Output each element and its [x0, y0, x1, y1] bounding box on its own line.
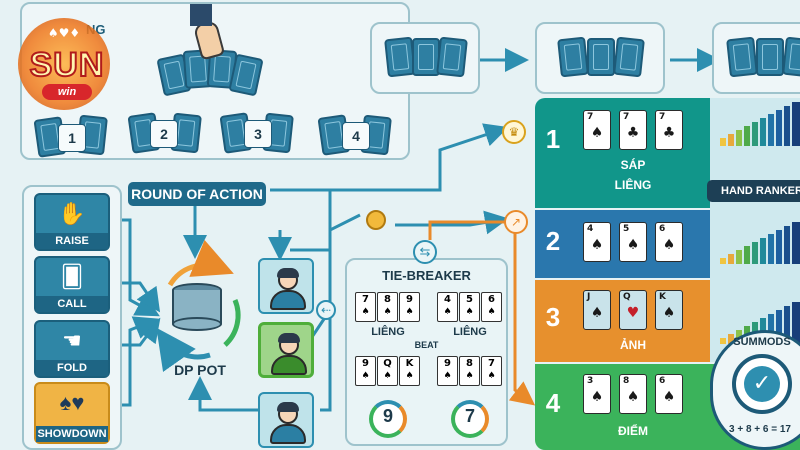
pile-card [756, 38, 784, 76]
rank-number: 1 [545, 124, 561, 154]
rank-card: 3♠ [583, 374, 611, 414]
logo: NG ♠♥♦ SUN win [14, 8, 122, 118]
rank-card: 4♠ [583, 222, 611, 262]
tb-card: 9♠ [437, 356, 458, 386]
pile-card [587, 38, 615, 76]
tb-card: 8♠ [459, 356, 480, 386]
raise-label: RAISE [36, 233, 108, 249]
chips-icon [366, 210, 386, 230]
strength-bar-2 [720, 222, 800, 264]
call-button[interactable]: 🂠 CALL [34, 256, 110, 314]
tb-score-gauge [369, 400, 407, 438]
logo-sub: win [42, 84, 92, 100]
round-of-action-label: ROUND OF ACTION [128, 182, 266, 206]
player-number: 1 [58, 124, 86, 152]
rank-number: 2 [545, 226, 561, 256]
rank-number: 4 [545, 388, 561, 418]
rank-card: K♠ [655, 290, 683, 330]
strength-bar-1 [720, 102, 800, 146]
player-avatar [258, 392, 314, 448]
rank-label-2: LIÊNG [614, 178, 652, 192]
pile-card [613, 36, 645, 78]
pile-card [436, 36, 468, 78]
rank-card: 7♣ [619, 110, 647, 150]
fold-button[interactable]: ☚ FOLD [34, 320, 110, 378]
showdown-icon: ♠♥ [59, 390, 85, 415]
rank-card: 5♠ [619, 222, 647, 262]
raise-icon: ✋ [58, 201, 86, 226]
swap-icon: ⇆ [413, 240, 437, 264]
tiebreaker-title: TIE-BREAKER [382, 268, 471, 283]
tb-card: 9♠ [399, 292, 420, 322]
logo-cards-icon: ♠♥♦ [47, 26, 81, 40]
tb-card: 7♠ [481, 356, 502, 386]
tb-left-label: LIÊNG [371, 326, 405, 338]
tb-card: Q♠ [377, 356, 398, 386]
rank-card: Q♥ [619, 290, 647, 330]
pile-panel-2 [535, 22, 665, 94]
fold-icon: ☚ [62, 328, 82, 353]
player-avatar [258, 258, 314, 314]
hand-ranker-label: HAND RANKER [707, 180, 800, 202]
chart-icon: ↗ [504, 210, 528, 234]
player-number: 4 [342, 122, 370, 150]
tiebreaker-panel: TIE-BREAKER 7♠ 8♠ 9♠ 4♠ 5♠ 6♠ LIÊNG LIÊN… [345, 258, 508, 446]
pile-card [557, 36, 589, 78]
tb-card: 7♠ [355, 292, 376, 322]
rank-number: 3 [545, 302, 561, 332]
tb-beat-label: BEAT [414, 340, 439, 350]
player-number: 3 [244, 120, 272, 148]
pile-card [726, 36, 758, 78]
rank-card: 6♠ [655, 222, 683, 262]
back-arrow-icon: ⇠ [316, 300, 336, 320]
rank-card: 6♠ [655, 374, 683, 414]
call-icon: 🂠 [60, 264, 84, 289]
tb-card: 9♠ [355, 356, 376, 386]
check-icon: ✓ [744, 366, 780, 402]
summods-title: SUMMODS [733, 336, 791, 348]
strength-bars [720, 102, 800, 344]
ranking-panel: 1 2 3 4 7♠ 7♣ 7♣ SÁP LIÊNG 4♠ 5♠ 6♠ J♠ Q… [535, 98, 800, 450]
tb-right-label: LIÊNG [453, 326, 487, 338]
raise-button[interactable]: ✋ RAISE [34, 193, 110, 251]
tb-card: 4♠ [437, 292, 458, 322]
pile-panel-3 [712, 22, 800, 94]
pot-icon [172, 283, 222, 331]
trophy-icon: ♛ [502, 120, 526, 144]
showdown-button[interactable]: ♠♥ SHOWDOWN [34, 382, 110, 444]
pile-card [782, 36, 800, 78]
pot-label: DP POT [174, 362, 226, 378]
tb-card: K♠ [399, 356, 420, 386]
showdown-label: SHOWDOWN [36, 426, 108, 442]
tb-card: 5♠ [459, 292, 480, 322]
sleeve-icon [190, 4, 212, 26]
rank-card: 8♠ [619, 374, 647, 414]
call-label: CALL [36, 296, 108, 312]
rank-label: ẢNH [620, 338, 646, 352]
summods-formula: 3 + 8 + 6 = 17 [729, 424, 791, 435]
tb-score-left: 9 [382, 406, 393, 426]
fold-label: FOLD [36, 360, 108, 376]
tb-card: 6♠ [481, 292, 502, 322]
logo-text: SUN [29, 45, 105, 85]
rank-card: 7♠ [583, 110, 611, 150]
tb-score-right: 7 [464, 406, 475, 426]
tb-score-gauge [451, 400, 489, 438]
rank-label: SÁP [620, 158, 646, 172]
tb-card: 8♠ [377, 292, 398, 322]
rank-card: J♠ [583, 290, 611, 330]
rank-card: 7♣ [655, 110, 683, 150]
rank-label: ĐIỂM [618, 424, 648, 438]
pile-panel-1 [370, 22, 480, 94]
player-avatar-active [258, 322, 314, 378]
player-number: 2 [150, 120, 178, 148]
